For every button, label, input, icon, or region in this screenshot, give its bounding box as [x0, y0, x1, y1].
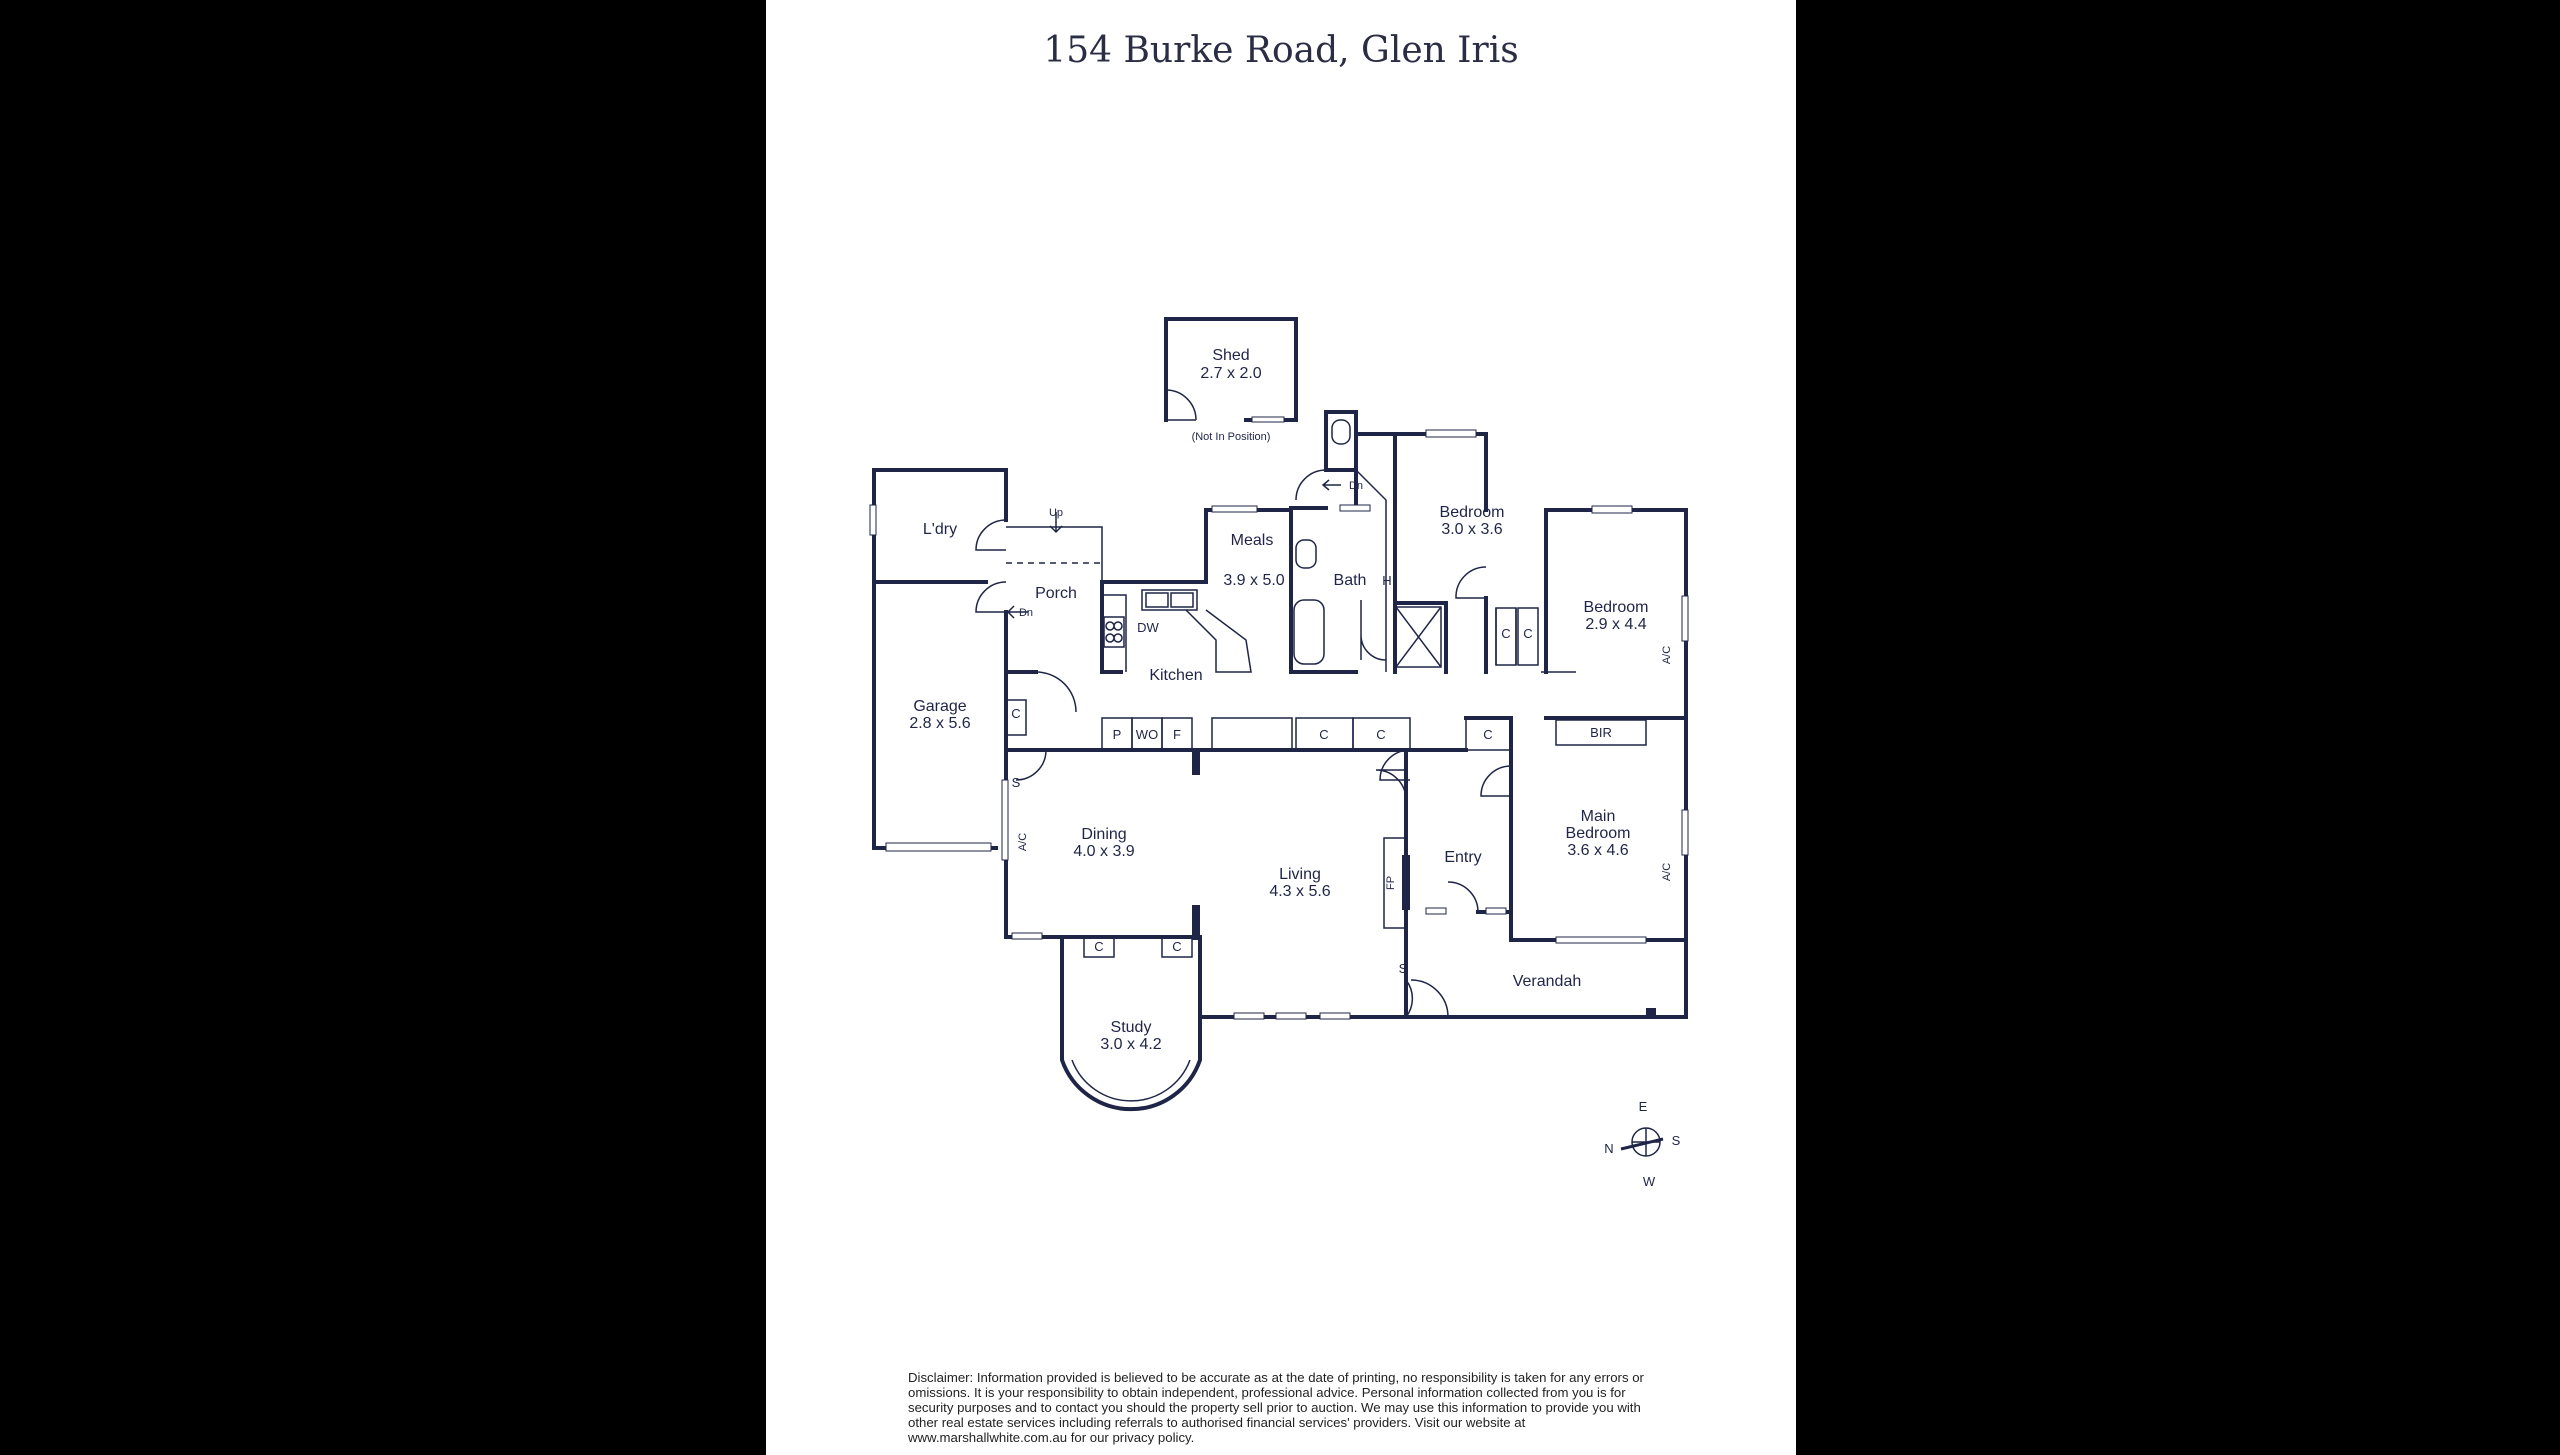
- compass-icon: [1620, 1127, 1664, 1157]
- kitchen-label: Kitchen: [1149, 667, 1202, 684]
- meals-label: Meals: [1231, 532, 1274, 549]
- cupboard-c-garage: C: [1011, 706, 1020, 721]
- wall-oven-label: WO: [1136, 727, 1158, 742]
- shed-label: Shed: [1212, 347, 1249, 364]
- main-bedroom-size: 3.6 x 4.6: [1567, 842, 1628, 859]
- floor-plan-drawing: Shed 2.7 x 2.0 (Not In Position) L'dry G…: [869, 317, 1689, 1189]
- verandah-label: Verandah: [1513, 973, 1582, 990]
- bedroom-2-size: 2.9 x 4.4: [1585, 616, 1646, 633]
- porch-up-label: Up: [1049, 507, 1063, 519]
- verandah-outline: [1404, 938, 1688, 1019]
- entry-label: Entry: [1444, 849, 1481, 866]
- fireplace-label: FP: [1385, 876, 1397, 890]
- living-dining-walls: [1001, 748, 1513, 1020]
- pantry-label: P: [1113, 727, 1122, 742]
- study-cupboard-b: C: [1172, 939, 1181, 954]
- main-bedroom-label-line2: Bedroom: [1566, 825, 1631, 842]
- main-bedroom-walls: [1480, 716, 1689, 944]
- bedroom-1-label: Bedroom: [1440, 504, 1505, 521]
- porch-outline: [1004, 512, 1103, 713]
- shed-note: (Not In Position): [1192, 431, 1271, 443]
- dining-label: Dining: [1081, 826, 1126, 843]
- bedroom-1-closet-b: C: [1523, 626, 1532, 641]
- compass-e: E: [1639, 1099, 1648, 1114]
- cupboard-c-1: C: [1319, 727, 1328, 742]
- cupboard-c-2: C: [1376, 727, 1385, 742]
- bedroom-1-closet-a: C: [1501, 626, 1510, 641]
- shed-outline: [1164, 317, 1298, 423]
- floorplan-sheet: 154 Burke Road, Glen Iris Shed 2.7 x 2.0…: [766, 0, 1796, 1455]
- shed-size: 2.7 x 2.0: [1200, 365, 1261, 382]
- bedroom-2-label: Bedroom: [1584, 599, 1649, 616]
- garage-laundry-walls: [869, 468, 1008, 852]
- bedroom-1-size: 3.0 x 3.6: [1441, 521, 1502, 538]
- living-size: 4.3 x 5.6: [1269, 883, 1330, 900]
- study-outline: [1060, 935, 1202, 1112]
- disclaimer-text: Disclaimer: Information provided is beli…: [908, 1370, 1644, 1445]
- bath-heater-label: H: [1382, 573, 1391, 588]
- laundry-label: L'dry: [923, 521, 957, 538]
- dining-size: 4.0 x 3.9: [1073, 843, 1134, 860]
- fridge-label: F: [1173, 727, 1181, 742]
- dishwasher-label: DW: [1137, 620, 1159, 635]
- dining-side-s-label: S: [1012, 775, 1021, 790]
- study-size: 3.0 x 4.2: [1100, 1036, 1161, 1053]
- dining-ac-label: A/C: [1017, 833, 1029, 851]
- compass-n: N: [1604, 1141, 1613, 1156]
- property-address-title: 154 Burke Road, Glen Iris: [1043, 30, 1519, 71]
- garage-label: Garage: [913, 698, 966, 715]
- main-bedroom-ac-label: A/C: [1661, 863, 1673, 881]
- kitchen-meals-walls: [1100, 505, 1293, 674]
- cupboard-c-3: C: [1483, 727, 1492, 742]
- built-in-robe-label: BIR: [1590, 725, 1612, 740]
- bedroom-2-walls: [1541, 505, 1689, 720]
- bath-walls: [1289, 410, 1442, 674]
- garage-size: 2.8 x 5.6: [909, 715, 970, 732]
- compass-s: S: [1672, 1133, 1681, 1148]
- bath-label: Bath: [1334, 572, 1367, 589]
- bath-dn-label: Dn: [1349, 480, 1363, 492]
- bedroom-1-walls: [1354, 429, 1539, 674]
- porch-label: Porch: [1035, 585, 1077, 602]
- study-label: Study: [1111, 1019, 1152, 1036]
- meals-size: 3.9 x 5.0: [1223, 572, 1284, 589]
- study-cupboard-a: C: [1094, 939, 1103, 954]
- hall-cupboards: [1004, 670, 1513, 781]
- porch-dn-label: Dn: [1019, 607, 1033, 619]
- compass-w: W: [1643, 1174, 1656, 1189]
- living-side-s-label: S: [1399, 961, 1408, 976]
- living-label: Living: [1279, 866, 1321, 883]
- main-bedroom-label-line1: Main: [1581, 808, 1616, 825]
- bedroom-2-ac-label: A/C: [1661, 646, 1673, 664]
